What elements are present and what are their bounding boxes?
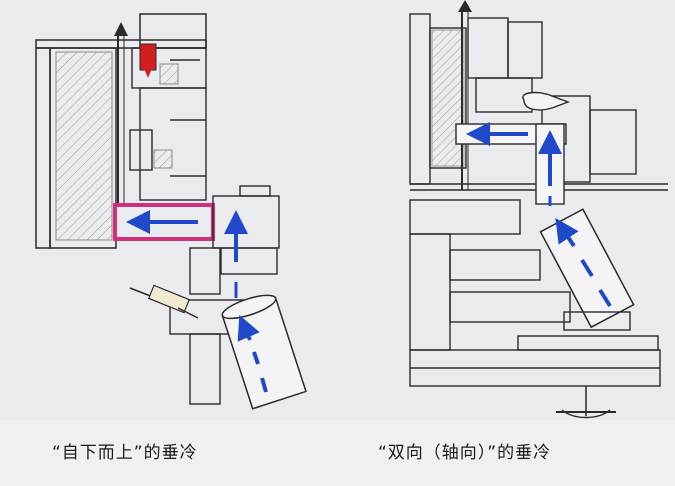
diagram-bottom-up-cooling [0, 0, 338, 420]
tube-flow-arrows [237, 314, 268, 393]
column-hatch [153, 149, 173, 169]
mold-body [409, 13, 668, 351]
diagonal-flow-arrows [555, 218, 612, 308]
red-inlet-icon [139, 43, 157, 78]
bottom-up-cooling-drawing [35, 13, 307, 410]
rod-arrow-icon [114, 22, 128, 205]
base-plates [409, 311, 661, 387]
caption-bidirectional-cooling: “双向（轴向）”的垂冷 [378, 443, 552, 463]
bottom-spindle-icon [556, 386, 616, 419]
rod-arrow-icon [458, 0, 472, 190]
caption-bottom-up-cooling: “自下而上”的垂冷 [52, 443, 198, 463]
body-hatch [431, 29, 465, 167]
tilted-cooling-tube [221, 294, 307, 410]
mold-wall-hatch [55, 51, 113, 241]
column-hatch-top [159, 63, 179, 85]
central-column [129, 47, 207, 201]
clamp-hook-icon [522, 91, 570, 111]
bidirectional-cooling-drawing [409, 0, 668, 419]
cooling-nozzle-icon [129, 284, 199, 319]
diagram-bidirectional-cooling [338, 0, 675, 420]
